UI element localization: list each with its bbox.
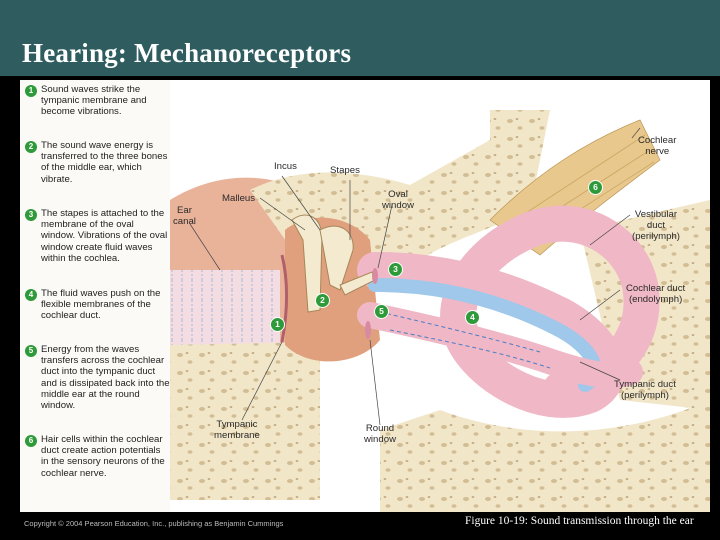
step-marker: 1: [25, 85, 37, 97]
label-ear-canal-line1: Ear: [177, 205, 192, 216]
tympanic-membrane-shape: [280, 254, 288, 343]
slide-title: Hearing: Mechanoreceptors: [22, 38, 352, 68]
step-text: The fluid waves push on the flexible mem…: [41, 288, 161, 322]
label-cochlear-duct: Cochlear duct (endolymph): [626, 283, 686, 306]
step-text: Energy from the waves transfers across t…: [41, 344, 170, 412]
temporal-bone-lower: [170, 342, 320, 500]
label-oval-window-line2: window: [382, 199, 414, 211]
step-1: 1 Sound waves strike the tympanic membra…: [24, 84, 170, 140]
figure-caption: Figure 10-19: Sound transmission through…: [465, 515, 694, 527]
label-vestibular-duct-line2: duct: [646, 219, 666, 231]
ear-illustration: [20, 80, 710, 512]
fluid-wave-lines: [379, 311, 541, 353]
step-text: Sound waves strike the tympanic membrane…: [41, 84, 147, 118]
step-3: 3 The stapes is attached to the membrane…: [24, 208, 170, 288]
steps-list: 1 Sound waves strike the tympanic membra…: [24, 84, 170, 496]
title-bar: Hearing: Mechanoreceptors: [0, 0, 720, 76]
oval-window-shape: [372, 268, 378, 284]
diagram-marker-2: 2: [315, 293, 330, 308]
step-marker: 4: [25, 289, 37, 301]
malleus-bone: [291, 214, 323, 313]
label-stapes: Stapes: [330, 165, 360, 176]
temporal-bone-base: [380, 400, 710, 512]
step-marker: 5: [25, 345, 37, 357]
label-oval-window: Oval window: [382, 189, 414, 212]
label-cochlear-nerve-line1: Cochlear: [638, 135, 677, 146]
label-round-window-line2: window: [364, 433, 396, 445]
label-cochlear-duct-line2: (endolymph): [628, 293, 683, 305]
diagram-marker-3: 3: [388, 262, 403, 277]
step-marker: 6: [25, 435, 37, 447]
label-cochlear-nerve: Cochlear nerve: [638, 135, 677, 158]
label-cochlear-duct-line1: Cochlear duct: [626, 283, 686, 294]
label-ear-canal: Ear canal: [173, 205, 196, 228]
step-2: 2 The sound wave energy is transferred t…: [24, 140, 170, 208]
diagram-marker-6: 6: [588, 180, 603, 195]
step-text: The stapes is attached to the membrane o…: [41, 208, 168, 264]
label-tympanic-duct: Tympanic duct (perilymph): [614, 379, 676, 402]
step-5: 5 Energy from the waves transfers across…: [24, 344, 170, 434]
round-window-shape: [365, 321, 371, 339]
label-round-window: Round window: [364, 423, 396, 446]
step-marker: 3: [25, 209, 37, 221]
label-tympanic-membrane-line1: Tympanic: [216, 419, 258, 430]
steps-panel: [20, 80, 170, 512]
label-round-window-line1: Round: [365, 423, 395, 434]
step-marker: 2: [25, 141, 37, 153]
diagram-marker-5: 5: [374, 304, 389, 319]
label-tympanic-duct-line2: (perilymph): [620, 389, 669, 401]
ear-canal: [170, 270, 280, 345]
step-4: 4 The fluid waves push on the flexible m…: [24, 288, 170, 344]
label-cochlear-nerve-line2: nerve: [645, 145, 670, 157]
diagram-marker-1: 1: [270, 317, 285, 332]
label-tympanic-duct-line1: Tympanic duct: [614, 379, 676, 390]
leader-lines: [189, 127, 641, 426]
tympanic-duct: [357, 302, 643, 389]
step-text: Hair cells within the cochlear duct crea…: [41, 434, 165, 479]
label-vestibular-duct-line1: Vestibular: [634, 209, 678, 220]
step-6: 6 Hair cells within the cochlear duct cr…: [24, 434, 170, 496]
label-oval-window-line1: Oval: [388, 189, 408, 200]
label-malleus: Malleus: [222, 193, 256, 204]
label-vestibular-duct-line3: (perilymph): [632, 230, 680, 242]
label-incus: Incus: [274, 161, 297, 172]
label-tympanic-membrane: Tympanic membrane: [214, 419, 260, 442]
diagram-marker-4: 4: [465, 310, 480, 325]
label-ear-canal-line2: canal: [173, 215, 196, 227]
ear-diagram: [20, 80, 720, 512]
label-vestibular-duct: Vestibular duct (perilymph): [632, 209, 680, 242]
step-text: The sound wave energy is transferred to …: [41, 140, 168, 185]
label-tympanic-membrane-line2: membrane: [214, 429, 260, 441]
copyright-notice: Copyright © 2004 Pearson Education, Inc.…: [24, 519, 284, 528]
